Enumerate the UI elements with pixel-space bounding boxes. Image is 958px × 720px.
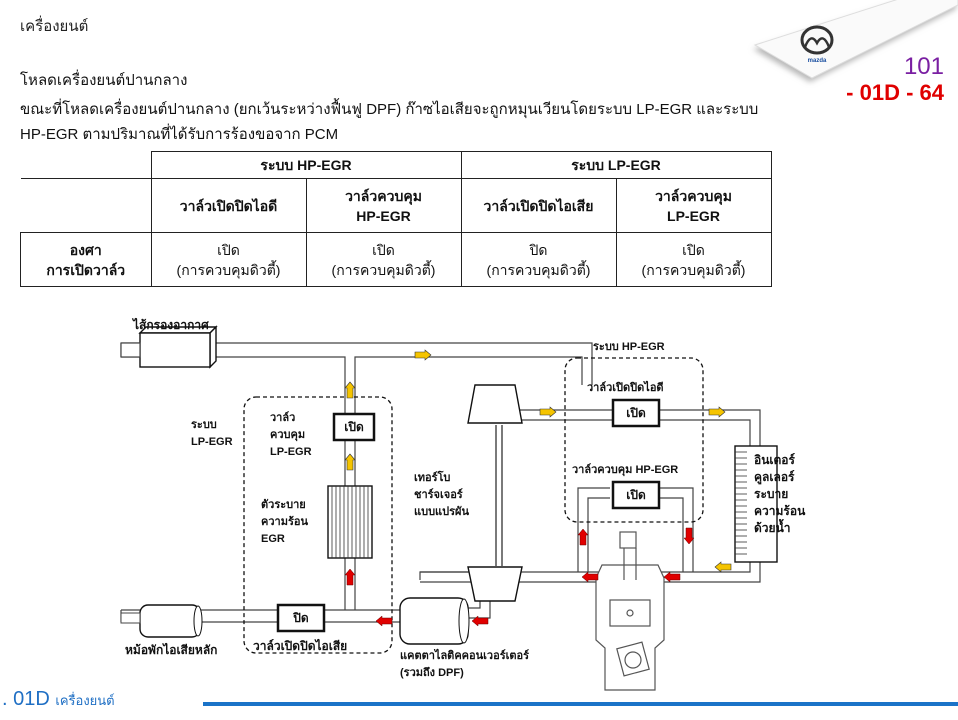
label-intake-valve: วาล์วเปิดปิดไอดี — [587, 382, 664, 394]
footer-chapter-code: 01D — [13, 688, 50, 710]
lp-egr-box — [243, 396, 393, 654]
section-title: โหลดเครื่องยนต์ปานกลาง — [20, 72, 188, 89]
hp-valve — [611, 480, 661, 510]
table-corner-2 — [20, 178, 152, 233]
muffler-icon — [120, 604, 203, 638]
label-intercooler: อินเตอร์คูลเลอร์ระบายความร้อนด้วยน้ำ — [754, 453, 806, 535]
engine-cylinder-icon — [595, 531, 665, 691]
page-number-primary: 101 — [903, 53, 944, 80]
valve-state-table: ระบบ HP-EGR ระบบ LP-EGR วาล์วเปิดปิดไอดี… — [20, 151, 772, 287]
label-catalyst: แคตตาไลติคคอนเวอร์เตอร์(รวมถึง DPF) — [400, 650, 530, 679]
turbo-turbine-icon — [467, 566, 523, 602]
section-paragraph: ขณะที่โหลดเครื่องยนต์ปานกลาง (ยกเว้นระหว… — [20, 101, 759, 143]
intercooler-icon — [734, 445, 778, 563]
footer-divider — [203, 702, 958, 706]
lp-valve — [332, 412, 376, 442]
table-cell: เปิด(การควบคุมดิวตี้) — [615, 232, 772, 287]
intake-valve-state: เปิด — [626, 406, 646, 420]
label-main-silencer: หม้อพักไอเสียหลัก — [125, 643, 218, 657]
page-number: 101 - 01D - 64 — [846, 54, 944, 106]
intake-valve — [611, 398, 661, 428]
table-cell: ปิด(การควบคุมดิวตี้) — [460, 232, 617, 287]
table-cell: เปิด(การควบคุมดิวตี้) — [150, 232, 307, 287]
turbo-compressor-icon — [467, 384, 523, 424]
hp-valve-state: เปิด — [626, 488, 646, 502]
table-row-header: องศาการเปิดวาล์ว — [20, 232, 152, 287]
hp-egr-box — [564, 357, 704, 523]
lp-valve-state: เปิด — [344, 420, 364, 434]
egr-cooler-icon — [327, 485, 373, 559]
table-group-lp: ระบบ LP-EGR — [460, 151, 772, 179]
page-number-section: - 01D - 64 — [846, 80, 944, 105]
label-exhaust-valve: วาล์วเปิดปิดไอเสีย — [253, 639, 348, 653]
label-air-filter: ไส้กรองอากาศ — [133, 318, 209, 332]
exhaust-valve-state: ปิด — [293, 611, 309, 625]
footer-chapter: . 01D เครื่องยนต์ — [2, 688, 115, 710]
footer-chapter-name: เครื่องยนต์ — [55, 693, 115, 708]
header-title: เครื่องยนต์ — [20, 17, 89, 35]
charge-pipe — [510, 409, 761, 450]
label-hp-system: ระบบ HP-EGR — [593, 341, 665, 353]
air-filter-icon — [120, 325, 218, 369]
intake-pipe — [121, 342, 593, 385]
table-col-header: วาล์วเปิดปิดไอเสีย — [460, 178, 617, 233]
label-hp-valve: วาล์วควบคุม HP-EGR — [572, 464, 679, 476]
exhaust-valve — [276, 603, 326, 633]
table-cell: เปิด(การควบคุมดิวตี้) — [305, 232, 462, 287]
table-group-hp: ระบบ HP-EGR — [150, 151, 462, 179]
catalyst-icon — [399, 597, 470, 645]
label-turbocharger: เทอร์โบชาร์จเจอร์แบบแปรผัน — [414, 472, 469, 518]
